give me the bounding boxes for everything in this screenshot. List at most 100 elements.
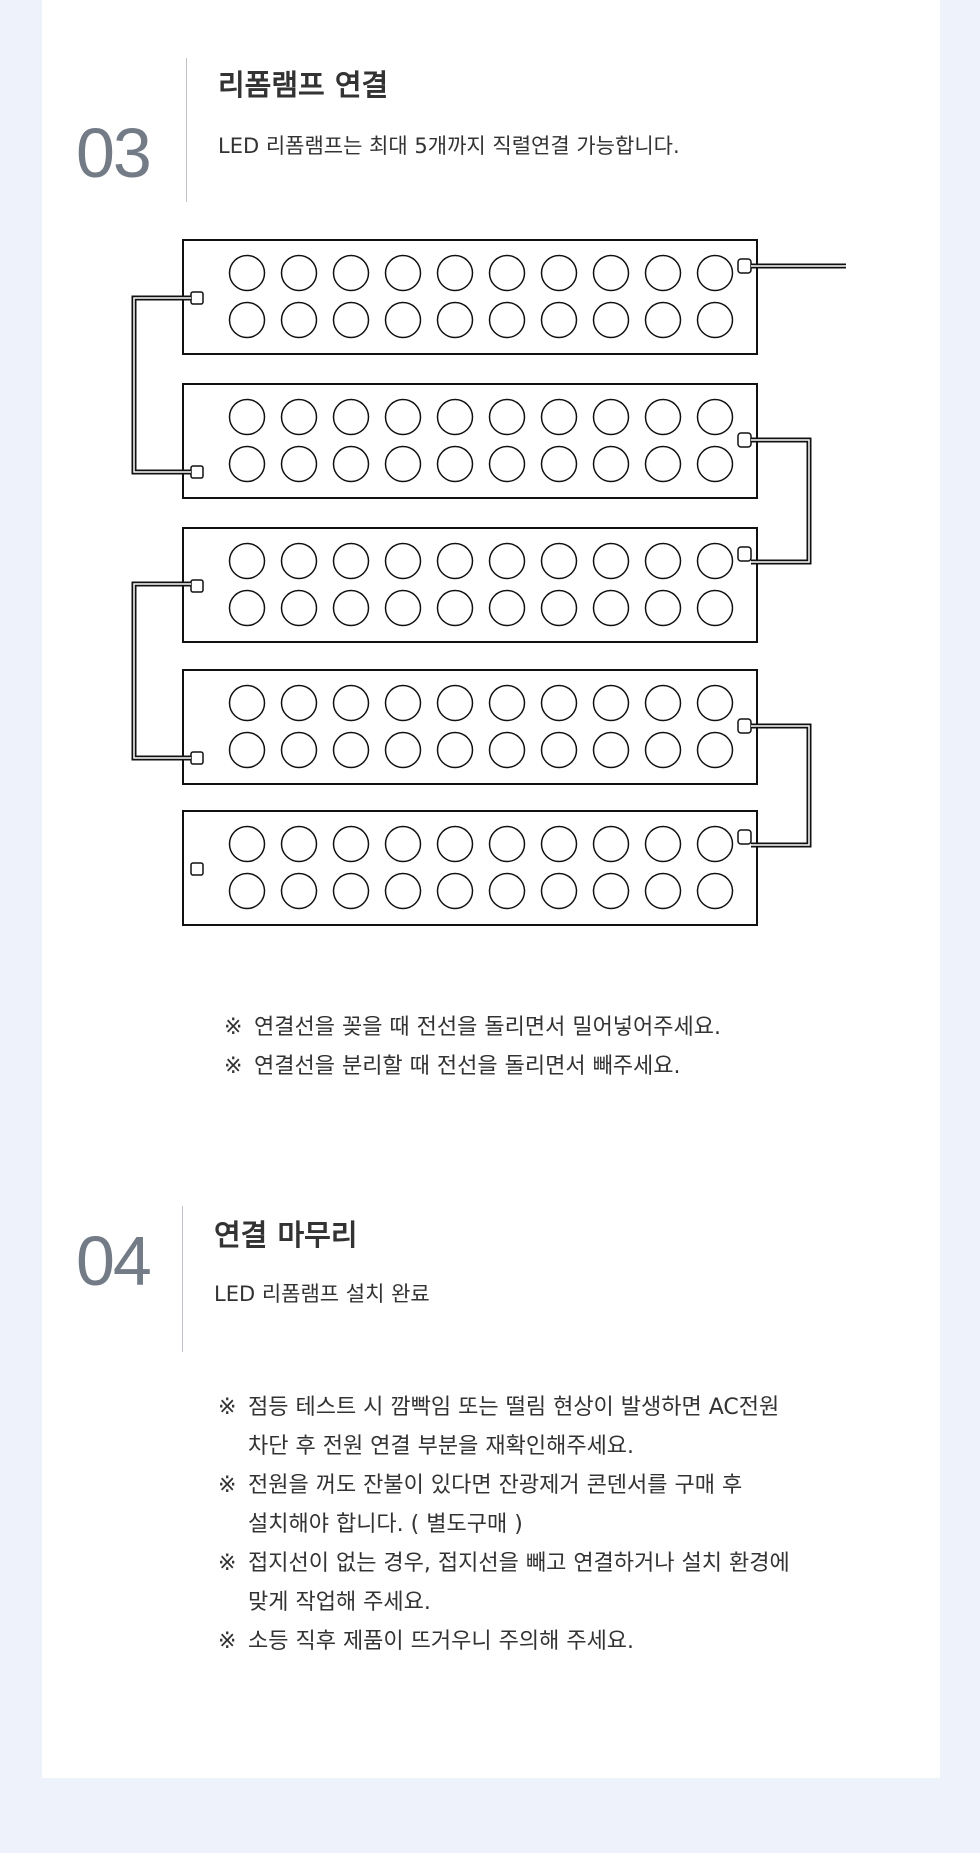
led-chip bbox=[280, 872, 318, 910]
step-4-title: 연결 마무리 bbox=[214, 1218, 358, 1252]
note-mark: ※ bbox=[218, 1551, 237, 1576]
connection-wire-core bbox=[133, 297, 191, 473]
led-chip bbox=[384, 542, 422, 580]
note-line: 점등 테스트 시 깜빡임 또는 떨림 현상이 발생하면 AC전원 bbox=[248, 1395, 780, 1420]
led-chip bbox=[332, 825, 370, 863]
led-chip bbox=[644, 301, 682, 339]
connection-wire-core bbox=[751, 439, 810, 563]
led-chip bbox=[644, 684, 682, 722]
note-line: 소등 직후 제품이 뜨거우니 주의해 주세요. bbox=[248, 1629, 635, 1654]
led-chip bbox=[436, 445, 474, 483]
step-3-note: ※ 연결선을 꽂을 때 전선을 돌리면서 밀어넣어주세요. bbox=[224, 1008, 721, 1047]
note-line: 설치해야 합니다. ( 별도구매 ) bbox=[248, 1512, 523, 1537]
connector-left bbox=[190, 579, 204, 593]
step-4-number: 04 bbox=[76, 1222, 152, 1300]
led-chip bbox=[384, 445, 422, 483]
led-chip bbox=[436, 301, 474, 339]
led-chip bbox=[644, 445, 682, 483]
content-card: 03 리폼램프 연결 LED 리폼램프는 최대 5개까지 직렬연결 가능합니다.… bbox=[42, 0, 940, 1778]
led-chip bbox=[488, 301, 526, 339]
connection-wire bbox=[751, 437, 812, 565]
step-3-description: LED 리폼램프는 최대 5개까지 직렬연결 가능합니다. bbox=[218, 134, 680, 158]
led-module-board bbox=[182, 383, 758, 499]
led-chip bbox=[488, 398, 526, 436]
led-chip bbox=[436, 731, 474, 769]
led-chip bbox=[228, 301, 266, 339]
led-chip bbox=[540, 398, 578, 436]
led-chip bbox=[436, 684, 474, 722]
led-chip bbox=[644, 542, 682, 580]
step-3-note: ※ 연결선을 분리할 때 전선을 돌리면서 빼주세요. bbox=[224, 1047, 721, 1086]
led-chip bbox=[280, 542, 318, 580]
led-chip bbox=[228, 684, 266, 722]
led-chip bbox=[228, 825, 266, 863]
connection-wire-core bbox=[133, 583, 191, 759]
led-chip bbox=[332, 872, 370, 910]
led-chip bbox=[592, 254, 630, 292]
note-mark: ※ bbox=[218, 1473, 237, 1498]
led-chip bbox=[540, 684, 578, 722]
led-chip bbox=[384, 589, 422, 627]
connection-wire-core bbox=[751, 725, 810, 846]
led-chip bbox=[488, 542, 526, 580]
led-chip bbox=[384, 872, 422, 910]
led-chip bbox=[384, 731, 422, 769]
led-chip bbox=[540, 872, 578, 910]
led-chip bbox=[280, 589, 318, 627]
led-chip bbox=[332, 684, 370, 722]
led-chip bbox=[644, 254, 682, 292]
led-chip bbox=[488, 445, 526, 483]
led-chip bbox=[696, 872, 734, 910]
led-chip bbox=[436, 589, 474, 627]
note-mark: ※ bbox=[224, 1015, 243, 1040]
led-chip bbox=[228, 254, 266, 292]
led-chip bbox=[280, 445, 318, 483]
led-chip bbox=[592, 542, 630, 580]
led-chip bbox=[540, 301, 578, 339]
step-3-number: 03 bbox=[76, 114, 152, 192]
connector-left bbox=[190, 291, 204, 305]
led-chip bbox=[280, 301, 318, 339]
led-chip bbox=[488, 731, 526, 769]
led-series-connection-diagram bbox=[131, 239, 846, 926]
led-chip bbox=[540, 542, 578, 580]
led-chip bbox=[644, 872, 682, 910]
led-chip bbox=[488, 684, 526, 722]
led-chip bbox=[540, 589, 578, 627]
note-mark: ※ bbox=[224, 1054, 243, 1079]
led-chip bbox=[228, 445, 266, 483]
note-text: 연결선을 꽂을 때 전선을 돌리면서 밀어넣어주세요. bbox=[254, 1015, 722, 1040]
led-chip bbox=[592, 301, 630, 339]
led-chip bbox=[592, 872, 630, 910]
step-4-description: LED 리폼램프 설치 완료 bbox=[214, 1282, 430, 1306]
led-chip bbox=[696, 254, 734, 292]
note-mark: ※ bbox=[218, 1395, 237, 1420]
connector-left bbox=[190, 465, 204, 479]
led-chip bbox=[696, 589, 734, 627]
step-3-divider bbox=[186, 58, 187, 202]
led-module-board bbox=[182, 669, 758, 785]
step-3-title: 리폼램프 연결 bbox=[218, 68, 389, 102]
led-chip bbox=[280, 254, 318, 292]
led-module-board bbox=[182, 810, 758, 926]
led-chip bbox=[592, 684, 630, 722]
led-chip bbox=[592, 445, 630, 483]
note-text: 연결선을 분리할 때 전선을 돌리면서 빼주세요. bbox=[254, 1054, 681, 1079]
led-chip bbox=[332, 589, 370, 627]
led-chip bbox=[488, 254, 526, 292]
led-chip bbox=[696, 542, 734, 580]
led-chip bbox=[540, 731, 578, 769]
led-chip bbox=[696, 684, 734, 722]
led-chip bbox=[384, 254, 422, 292]
led-chip bbox=[228, 398, 266, 436]
led-chip bbox=[644, 731, 682, 769]
led-chip bbox=[540, 825, 578, 863]
led-chip bbox=[228, 589, 266, 627]
led-chip bbox=[332, 398, 370, 436]
led-chip bbox=[436, 254, 474, 292]
step-4-divider bbox=[182, 1206, 183, 1352]
led-chip bbox=[384, 301, 422, 339]
led-chip bbox=[540, 254, 578, 292]
